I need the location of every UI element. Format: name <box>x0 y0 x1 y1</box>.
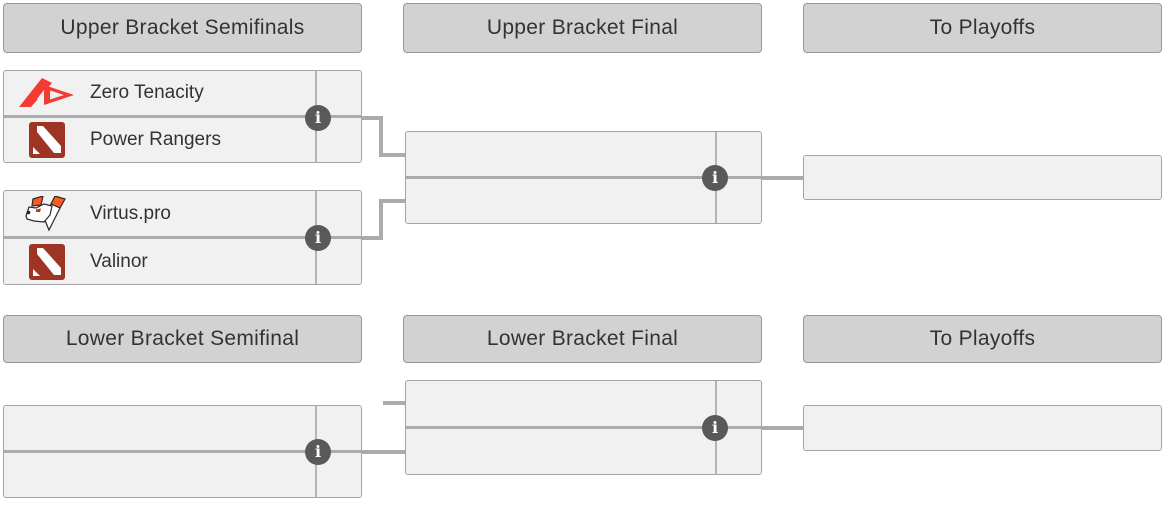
match-lower-bracket-semifinal <box>3 405 362 498</box>
info-icon[interactable]: i <box>702 165 728 191</box>
header-label: To Playoffs <box>929 327 1036 350</box>
header-label: Lower Bracket Final <box>486 327 679 350</box>
dota2-logo <box>4 118 90 162</box>
playoff-slot-upper <box>803 155 1162 200</box>
team-name[interactable]: Virtus.pro <box>90 202 171 224</box>
info-icon[interactable]: i <box>305 439 331 465</box>
dota2-logo <box>4 239 90 284</box>
virtus-pro-logo <box>4 191 90 236</box>
match-divider <box>406 176 761 179</box>
team-row-zero-tenacity[interactable]: Zero Tenacity <box>4 71 361 115</box>
info-icon[interactable]: i <box>305 105 331 131</box>
connector-lbf-to-playoffs <box>762 426 804 430</box>
header-to-playoffs-upper: To Playoffs <box>803 3 1162 53</box>
connector-ubsf2-out <box>362 236 383 240</box>
header-upper-bracket-final: Upper Bracket Final <box>403 3 762 53</box>
team-row-power-rangers[interactable]: Power Rangers <box>4 118 361 162</box>
header-label: To Playoffs <box>929 16 1036 39</box>
header-label: Lower Bracket Semifinal <box>65 327 300 350</box>
team-row-valinor[interactable]: Valinor <box>4 239 361 284</box>
header-upper-bracket-semifinals: Upper Bracket Semifinals <box>3 3 362 53</box>
team-name[interactable]: Valinor <box>90 250 148 272</box>
header-label: Upper Bracket Final <box>486 16 679 39</box>
header-lower-bracket-semifinal: Lower Bracket Semifinal <box>3 315 362 363</box>
team-name[interactable]: Power Rangers <box>90 129 221 150</box>
connector-ubsf2-in <box>379 199 405 203</box>
team-row-virtus-pro[interactable]: Virtus.pro <box>4 191 361 236</box>
connector-ubsf1-out <box>362 116 383 120</box>
connector-ubsf1-drop <box>379 116 383 157</box>
match-divider <box>406 426 761 429</box>
info-icon[interactable]: i <box>702 415 728 441</box>
match-upper-semifinal-2: Virtus.pro Valinor <box>3 190 362 285</box>
playoff-slot-lower <box>803 405 1162 451</box>
connector-stub-lbf-top <box>383 401 405 405</box>
connector-ubsf2-rise <box>379 199 383 240</box>
team-name[interactable]: Zero Tenacity <box>90 82 204 103</box>
connector-ubf-to-playoffs <box>762 176 804 180</box>
match-divider <box>4 236 361 239</box>
header-label: Upper Bracket Semifinals <box>60 16 305 39</box>
connector-ubsf1-in <box>379 153 405 157</box>
match-upper-semifinal-1: Zero Tenacity Power Rangers <box>3 70 362 163</box>
zero-tenacity-logo <box>4 71 90 115</box>
header-lower-bracket-final: Lower Bracket Final <box>403 315 762 363</box>
connector-lbsf-to-lbf <box>362 450 405 454</box>
info-icon[interactable]: i <box>305 225 331 251</box>
match-divider <box>4 115 361 118</box>
header-to-playoffs-lower: To Playoffs <box>803 315 1162 363</box>
match-divider <box>4 450 361 453</box>
